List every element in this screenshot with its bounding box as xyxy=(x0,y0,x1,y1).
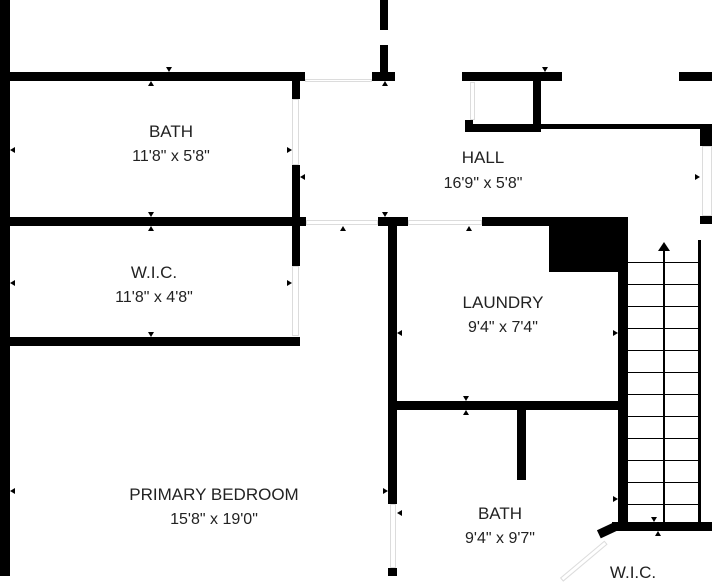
wall-center-vertical-a xyxy=(388,222,397,504)
room-dims-laundry: 9'4" x 7'4" xyxy=(468,319,538,336)
dim-tick xyxy=(148,226,154,231)
wall-bath-stub xyxy=(517,410,526,480)
dim-tick xyxy=(542,67,548,72)
laundry-utility-block xyxy=(549,224,627,272)
dim-tick xyxy=(382,81,388,86)
wall-closet-right-bottom xyxy=(533,124,712,129)
wall-top-room-divider-lower xyxy=(380,45,388,81)
wall-left-exterior xyxy=(0,0,10,576)
room-name-laundry: LAUNDRY xyxy=(462,293,544,312)
door-bedroom-bath xyxy=(390,504,396,568)
dim-tick xyxy=(397,510,402,516)
room-name-bath-lower: BATH xyxy=(477,504,523,523)
door-laundry xyxy=(408,220,482,225)
wall-bath-hall-b xyxy=(292,165,300,228)
wall-bath-hall-a xyxy=(292,81,300,99)
wall-wic-right-diag xyxy=(596,522,618,539)
dim-tick xyxy=(463,396,469,401)
dim-tick xyxy=(148,332,154,337)
wall-h-72-c xyxy=(462,72,562,81)
wall-bottom-right-h xyxy=(612,522,712,531)
wall-h-218-b xyxy=(378,217,408,226)
dim-tick xyxy=(166,67,172,72)
wall-closet-post xyxy=(533,80,541,132)
wall-right-exterior-b xyxy=(700,216,712,224)
wall-center-vertical-b xyxy=(388,568,397,576)
dim-tick xyxy=(10,280,15,286)
room-name-wic-left: W.I.C. xyxy=(130,263,178,282)
room-dims-primary-bedroom: 15'8" x 19'0" xyxy=(170,511,258,528)
dim-tick xyxy=(148,212,154,217)
dim-tick xyxy=(148,81,154,86)
dim-tick xyxy=(466,226,472,231)
wall-top-room-divider xyxy=(380,0,388,30)
dim-tick xyxy=(287,280,292,286)
wall-wic-right-a xyxy=(292,226,300,266)
up-arrow-icon xyxy=(658,242,670,251)
room-name-bath-upper: BATH xyxy=(148,122,194,141)
wall-h-72-d xyxy=(679,72,712,81)
room-dims-hall: 16'9" x 5'8" xyxy=(443,175,523,192)
wall-stairs-right xyxy=(698,240,701,525)
wall-h-218-a xyxy=(10,217,306,226)
window-right xyxy=(702,146,712,216)
wall-h-72-b xyxy=(372,72,395,81)
dim-tick xyxy=(613,496,618,502)
wall-h-218-c xyxy=(482,217,628,226)
dim-tick xyxy=(10,488,15,494)
dim-tick xyxy=(383,488,388,494)
room-name-wic-right: W.I.C. xyxy=(609,563,657,582)
room-dims-bath-upper: 11'8" x 5'8" xyxy=(132,148,210,165)
dim-tick xyxy=(382,212,388,217)
doorway-closet xyxy=(470,82,475,120)
room-name-primary-bedroom: PRIMARY BEDROOM xyxy=(129,485,299,504)
wall-wic-bottom xyxy=(10,337,300,346)
dim-tick xyxy=(613,330,618,336)
wall-stairs-left xyxy=(618,226,628,526)
dim-tick xyxy=(10,147,15,153)
wall-h-72-a xyxy=(10,72,305,81)
door-wic-left xyxy=(292,266,299,336)
wall-bottom-left-stub xyxy=(0,566,10,576)
door-bath-upper xyxy=(292,99,299,165)
room-dims-wic-left: 11'8" x 4'8" xyxy=(115,289,193,306)
doorway-hall-bottom xyxy=(306,220,378,225)
dim-tick xyxy=(695,174,700,180)
dim-tick xyxy=(655,531,661,536)
dim-tick xyxy=(300,174,305,180)
wall-right-exterior-a xyxy=(700,128,712,146)
dim-tick xyxy=(463,410,469,415)
dim-tick xyxy=(397,330,402,336)
room-dims-bath-lower: 9'4" x 9'7" xyxy=(465,530,535,547)
wall-laundry-bath xyxy=(397,401,623,410)
dim-tick xyxy=(340,226,346,231)
wall-closet-bottom xyxy=(465,124,540,132)
dim-tick xyxy=(287,147,292,153)
doorway-top-hall xyxy=(305,79,372,82)
stair-arrow-shaft xyxy=(663,250,665,522)
dim-tick xyxy=(651,517,657,522)
room-name-hall: HALL xyxy=(461,148,505,167)
